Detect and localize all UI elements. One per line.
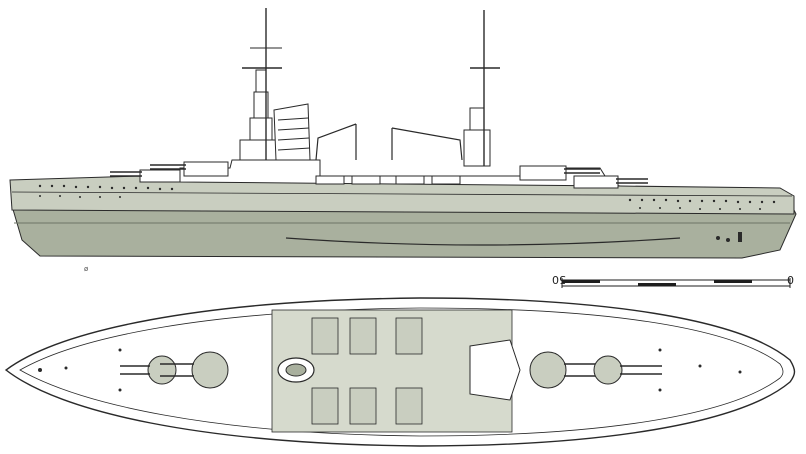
- deck-fittings: [38, 348, 742, 392]
- plan-boats: [311, 317, 423, 425]
- deck-boats: [315, 175, 461, 185]
- cranes: [315, 123, 463, 161]
- funnel-top-inner: [285, 363, 307, 377]
- forward-tower: [239, 8, 282, 161]
- funnel: [273, 103, 311, 161]
- portholes: [38, 184, 776, 210]
- scale-bar: 50 0: [552, 273, 794, 288]
- bilge-keel: [285, 237, 681, 246]
- aft-tower: [463, 10, 500, 167]
- bow-anchors: [716, 232, 742, 242]
- side-profile: ø: [9, 8, 797, 273]
- scale-label-left: 50: [552, 273, 566, 286]
- plan-view: [4, 297, 796, 447]
- small-mark: ø: [84, 265, 89, 273]
- plan-turrets: [120, 351, 662, 389]
- main-deck-line: [11, 191, 793, 197]
- scale-label-right: 0: [787, 273, 794, 286]
- forward-turrets: [110, 161, 229, 183]
- aft-structure: [469, 339, 521, 401]
- aft-turrets: [519, 165, 648, 189]
